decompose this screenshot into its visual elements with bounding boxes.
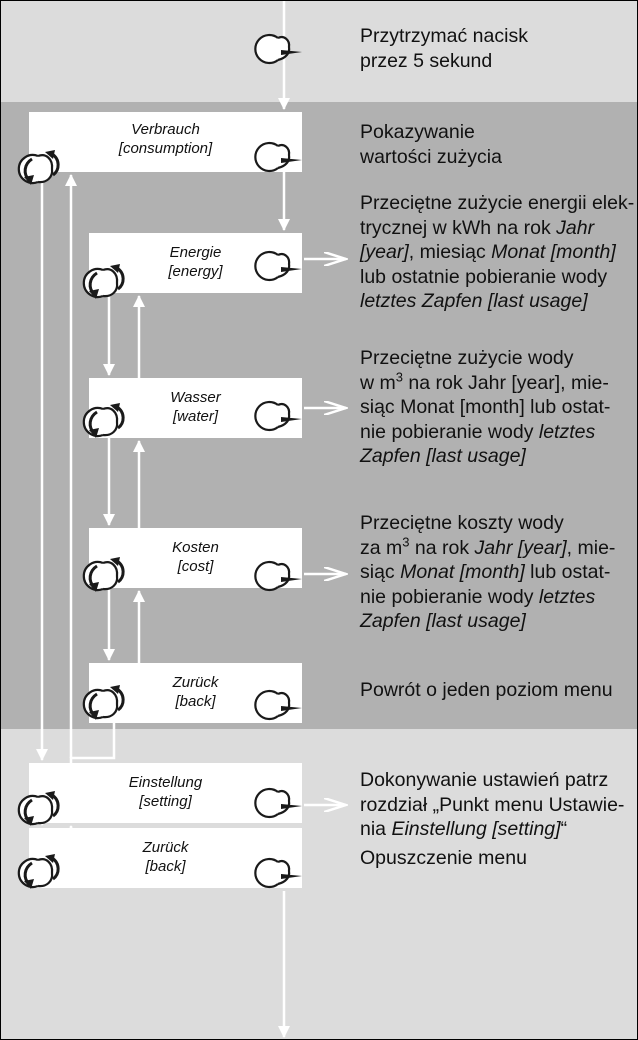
- desc-water-line1: Przeciętne zużycie wody: [360, 347, 574, 369]
- desc-cost-line4: nie pobieranie wody letztes: [360, 585, 635, 610]
- node-zurueck-outer-translation: [back]: [145, 858, 186, 875]
- knob-rotate-icon: [17, 852, 60, 891]
- desc-cost-line3-text2: lub ostat-: [524, 561, 611, 583]
- node-wasser-translation: [water]: [172, 408, 218, 425]
- node-einstellung-name: Einstellung: [128, 774, 203, 791]
- desc-back-outer: Opuszczenie menu: [360, 846, 635, 871]
- knob-push-icon: [254, 250, 304, 282]
- knob-rotate-icon: [17, 789, 60, 828]
- desc-water-line2-text2: na rok Jahr [year], mie-: [402, 371, 609, 394]
- desc-back-outer-line1: Opuszczenie menu: [360, 847, 527, 869]
- desc-water-line5: Zapfen [last usage]: [360, 444, 635, 469]
- desc-setting-line3-text1: nia: [360, 818, 392, 840]
- node-kosten-name: Kosten: [172, 539, 219, 556]
- desc-energy-line5: letztes Zapfen [last usage]: [360, 289, 635, 314]
- desc-water: Przeciętne zużycie wody w m3 na rok Jahr…: [360, 346, 635, 469]
- desc-energy-line3-text: , miesiąc: [408, 241, 492, 263]
- desc-consumption-line2: wartości zużycia: [360, 145, 502, 168]
- desc-cost-line2-italic: Jahr [year]: [474, 536, 567, 559]
- knob-rotate-icon: [82, 262, 125, 301]
- desc-setting: Dokonywanie ustawień patrz rozdział „Pun…: [360, 768, 635, 842]
- desc-cost-line2-text2: na rok: [409, 536, 475, 559]
- desc-cost-line3-text1: siąc: [360, 561, 401, 583]
- knob-push-icon: [254, 857, 304, 889]
- desc-water-line4: nie pobieranie wody letztes: [360, 420, 635, 445]
- knob-push-icon: [254, 33, 304, 65]
- node-zurueck-outer-name: Zurück: [142, 839, 189, 856]
- knob-push-icon: [254, 689, 304, 721]
- desc-water-line2-text1: w m: [360, 371, 396, 394]
- desc-cost-line5: Zapfen [last usage]: [360, 609, 635, 634]
- desc-cost: Przeciętne koszty wody za m3 na rok Jahr…: [360, 511, 635, 634]
- desc-setting-line2: rozdział „Punkt menu Ustawie-: [360, 793, 625, 816]
- node-einstellung-translation: [setting]: [139, 793, 192, 810]
- desc-back-inner-line1: Powrót o jeden poziom menu: [360, 679, 613, 701]
- node-energie-translation: [energy]: [168, 263, 223, 280]
- desc-cost-line5-italic: Zapfen [last usage]: [360, 610, 526, 632]
- band-top: [1, 1, 637, 102]
- knob-rotate-icon: [82, 555, 125, 594]
- desc-water-line4-text: nie pobieranie wody: [360, 420, 539, 443]
- knob-rotate-icon: [82, 683, 125, 722]
- desc-energy-line3-italic1: [year]: [360, 241, 409, 263]
- knob-push-icon: [254, 787, 304, 819]
- desc-hold: Przytrzymać nacisk przez 5 sekund: [360, 24, 635, 73]
- desc-cost-line3-italic: Monat [month]: [400, 561, 525, 583]
- node-wasser-name: Wasser: [170, 389, 221, 406]
- desc-energy-line2-italic: Jahr: [556, 216, 595, 239]
- desc-energy: Przeciętne zużycie energii elek- tryczne…: [360, 191, 635, 314]
- desc-setting-line3-text2: “: [560, 818, 568, 840]
- desc-cost-line1: Przeciętne koszty wody: [360, 512, 564, 534]
- node-zurueck-inner-translation: [back]: [175, 693, 216, 710]
- node-einstellung: Einstellung [setting]: [29, 763, 302, 823]
- desc-cost-line2-text1: za m: [360, 536, 403, 559]
- knob-push-icon: [254, 560, 304, 592]
- desc-water-line2: w m3 na rok Jahr [year], mie-: [360, 369, 635, 396]
- desc-cost-line2: za m3 na rok Jahr [year], mie-: [360, 534, 635, 561]
- desc-water-superscript: 3: [395, 369, 403, 384]
- desc-water-line4-italic: letztes: [538, 420, 596, 443]
- desc-setting-line1: Dokonywanie ustawień patrz: [360, 769, 609, 791]
- desc-energy-line2: trycznej w kWh na rok Jahr: [360, 216, 635, 241]
- desc-cost-line2-text3: , mie-: [566, 536, 616, 559]
- desc-cost-line3: siąc Monat [month] lub ostat-: [360, 560, 635, 585]
- desc-water-line3: siąc Monat [month] lub ostat-: [360, 396, 611, 418]
- node-zurueck-inner-name: Zurück: [172, 674, 219, 691]
- knob-push-icon: [254, 141, 304, 173]
- desc-energy-line1: Przeciętne zużycie energii elek-: [360, 192, 635, 214]
- desc-energy-line3: [year], miesiąc Monat [month]: [360, 240, 635, 265]
- desc-hold-line2: przez 5 sekund: [360, 49, 493, 72]
- node-verbrauch-translation: [consumption]: [118, 140, 213, 157]
- desc-energy-line2-text: trycznej w kWh na rok: [360, 216, 557, 239]
- desc-consumption-line1: Pokazywanie: [360, 121, 475, 143]
- knob-rotate-icon: [82, 401, 125, 440]
- desc-cost-superscript: 3: [402, 534, 410, 549]
- desc-setting-line3-italic: Einstellung [setting]: [391, 818, 561, 840]
- desc-water-line5-italic: Zapfen [last usage]: [360, 445, 526, 467]
- node-energie-name: Energie: [169, 244, 222, 261]
- desc-cost-line4-text: nie pobieranie wody: [360, 585, 539, 608]
- desc-hold-line1: Przytrzymać nacisk: [360, 25, 528, 47]
- node-kosten-translation: [cost]: [177, 558, 214, 575]
- knob-rotate-icon: [17, 148, 60, 187]
- knob-push-icon: [254, 400, 304, 432]
- node-verbrauch-name: Verbrauch: [131, 121, 200, 138]
- desc-back-inner: Powrót o jeden poziom menu: [360, 678, 635, 703]
- desc-consumption: Pokazywanie wartości zużycia: [360, 120, 635, 169]
- desc-energy-line5-italic: letztes Zapfen [last usage]: [360, 290, 588, 312]
- desc-setting-line3: nia Einstellung [setting]“: [360, 817, 635, 842]
- desc-cost-line4-italic: letztes: [538, 585, 596, 608]
- desc-energy-line3-italic2: Monat [month]: [491, 241, 616, 263]
- desc-energy-line4: lub ostatnie pobieranie wody: [360, 265, 608, 288]
